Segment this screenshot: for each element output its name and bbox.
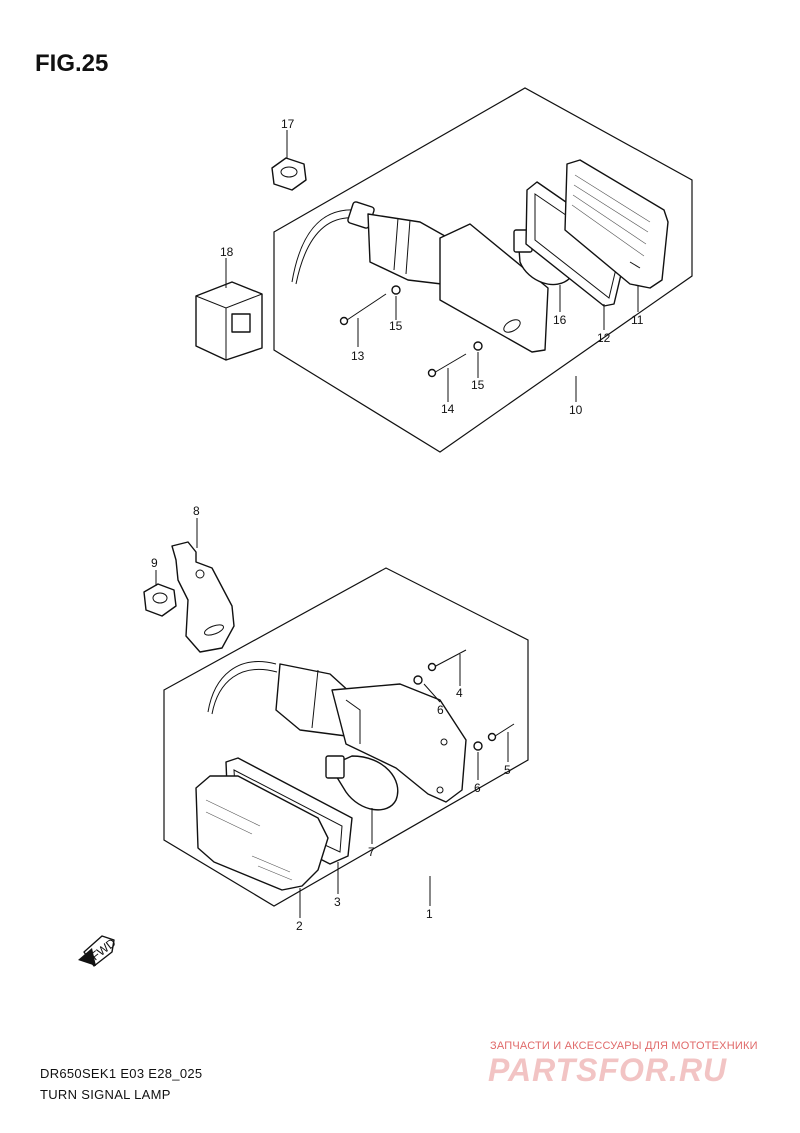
part-10-housing: [439, 223, 549, 353]
watermark-logo: PARTSFOR.RU: [488, 1052, 728, 1088]
callout-11: 11: [631, 313, 644, 327]
watermark-tagline: ЗАПЧАСТИ И АКСЕССУАРЫ ДЛЯ МОТОТЕХНИКИ: [490, 1040, 758, 1052]
part-7-bulb: [329, 755, 399, 811]
assembly-10-outline: [273, 87, 693, 453]
part-17-nut: [271, 157, 307, 191]
part-6-washer-a: [413, 675, 423, 685]
model-code: DR650SEK1 E03 E28_025: [40, 1066, 203, 1081]
callout-6-b: 6: [474, 781, 481, 795]
part-1-cable: [207, 661, 277, 713]
part-14-screw: [431, 353, 467, 375]
part-13-screw: [343, 293, 387, 323]
part-10-cable: [291, 209, 356, 283]
assembly-1-outline: [163, 567, 529, 907]
callout-14: 14: [441, 402, 455, 416]
callout-6-a: 6: [437, 703, 444, 717]
callout-5: 5: [504, 763, 511, 777]
callout-2: 2: [296, 919, 303, 933]
callout-3: 3: [334, 895, 341, 909]
callout-16: 16: [553, 313, 567, 327]
diagram-name: TURN SIGNAL LAMP: [40, 1087, 171, 1102]
callout-10: 10: [569, 403, 583, 417]
callout-4: 4: [456, 686, 463, 700]
part-2-lens: [195, 775, 329, 891]
callout-9: 9: [151, 556, 158, 570]
callout-8: 8: [193, 504, 200, 518]
part-4-screw: [431, 649, 467, 669]
part-1-housing: [331, 683, 467, 803]
fwd-arrow-icon: [78, 935, 115, 967]
callout-15-b: 15: [471, 378, 485, 392]
part-9-nut: [143, 583, 177, 617]
callout-1: 1: [426, 907, 433, 921]
callout-15-a: 15: [389, 319, 403, 333]
callout-13: 13: [351, 349, 365, 363]
figure-title: FIG.25: [35, 50, 109, 77]
callout-7: 7: [368, 845, 375, 859]
part-12-gasket: [525, 181, 629, 307]
callout-18: 18: [220, 245, 234, 259]
part-8-bracket: [171, 541, 235, 653]
part-6-washer-b: [473, 741, 483, 751]
callout-17: 17: [281, 117, 295, 131]
part-15-washer-a: [391, 285, 401, 295]
part-15-washer-b: [473, 341, 483, 351]
part-18-relay: [195, 281, 263, 361]
callout-12: 12: [597, 331, 611, 345]
